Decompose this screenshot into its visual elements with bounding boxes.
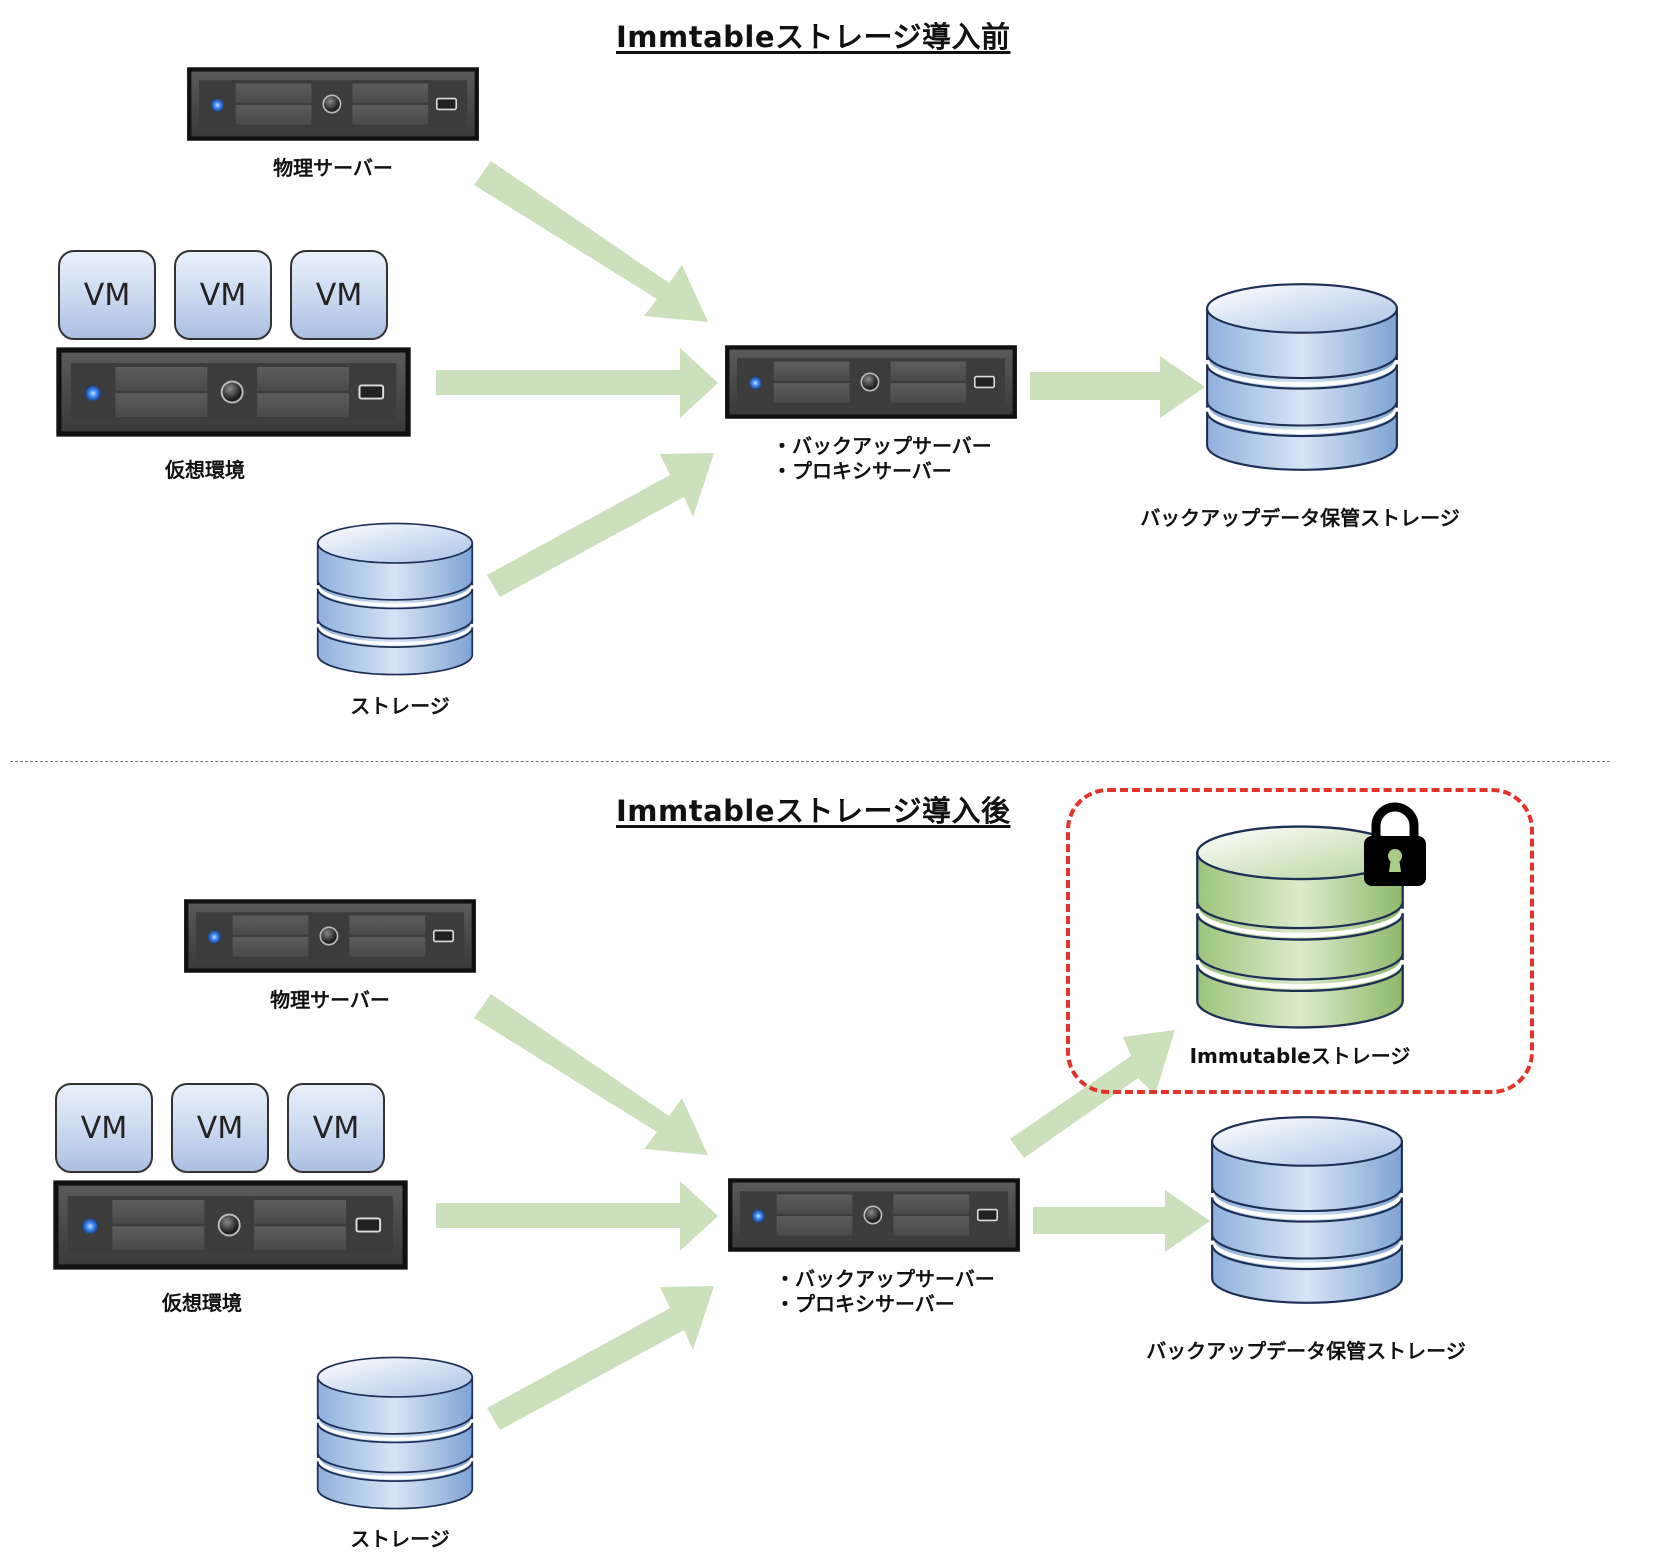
proxy-server-line: ・プロキシサーバー — [772, 459, 952, 483]
backup-server-line: ・バックアップサーバー — [772, 434, 992, 458]
proxy-server-line: ・プロキシサーバー — [775, 1292, 955, 1316]
storage-label: ストレージ — [350, 694, 450, 718]
database-icon — [1205, 278, 1399, 476]
section-title-before: Immtableストレージ導入前 — [616, 20, 1011, 54]
backup-storage-label: バックアップデータ保管ストレージ — [1140, 506, 1460, 530]
vm-box: VM — [287, 1083, 385, 1173]
server-icon — [55, 345, 412, 439]
server-icon — [183, 897, 477, 975]
physical-server-label: 物理サーバー — [270, 988, 390, 1012]
lock-icon — [1364, 802, 1426, 886]
arrow-physical-to-backup — [474, 161, 708, 322]
database-icon — [1210, 1112, 1404, 1308]
arrow-backup-to-storage — [1030, 356, 1205, 418]
physical-server-label: 物理サーバー — [273, 156, 393, 180]
vm-box: VM — [55, 1083, 153, 1173]
server-icon — [186, 65, 480, 143]
arrow-backup-to-immutable — [1010, 1030, 1175, 1158]
arrow-storage-to-backup — [487, 453, 714, 597]
storage-label: ストレージ — [350, 1527, 450, 1551]
vm-box: VM — [171, 1083, 269, 1173]
immutable-highlight-box — [1066, 788, 1534, 1094]
virtual-env-label: 仮想環境 — [162, 1291, 242, 1315]
arrow-backup-to-storage — [1033, 1190, 1210, 1252]
server-icon — [724, 342, 1018, 422]
arrow-physical-to-backup — [474, 994, 708, 1155]
backup-server-line: ・バックアップサーバー — [775, 1267, 995, 1291]
section-divider — [10, 761, 1610, 762]
immutable-storage-label: Immutableストレージ — [1189, 1044, 1411, 1068]
arrow-virtual-to-backup — [436, 1181, 718, 1251]
server-icon — [52, 1178, 409, 1272]
arrow-storage-to-backup — [487, 1286, 714, 1430]
arrow-virtual-to-backup — [436, 348, 718, 418]
backup-storage-label: バックアップデータ保管ストレージ — [1146, 1339, 1466, 1363]
virtual-env-label: 仮想環境 — [165, 458, 245, 482]
database-icon — [316, 1354, 474, 1512]
vm-box: VM — [174, 250, 272, 340]
backup-server-label: ・バックアップサーバー ・プロキシサーバー — [775, 1267, 995, 1317]
vm-box: VM — [58, 250, 156, 340]
section-title-after: Immtableストレージ導入後 — [616, 794, 1011, 828]
vm-box: VM — [290, 250, 388, 340]
database-icon — [316, 520, 474, 678]
server-icon — [727, 1175, 1021, 1255]
backup-server-label: ・バックアップサーバー ・プロキシサーバー — [772, 434, 992, 484]
